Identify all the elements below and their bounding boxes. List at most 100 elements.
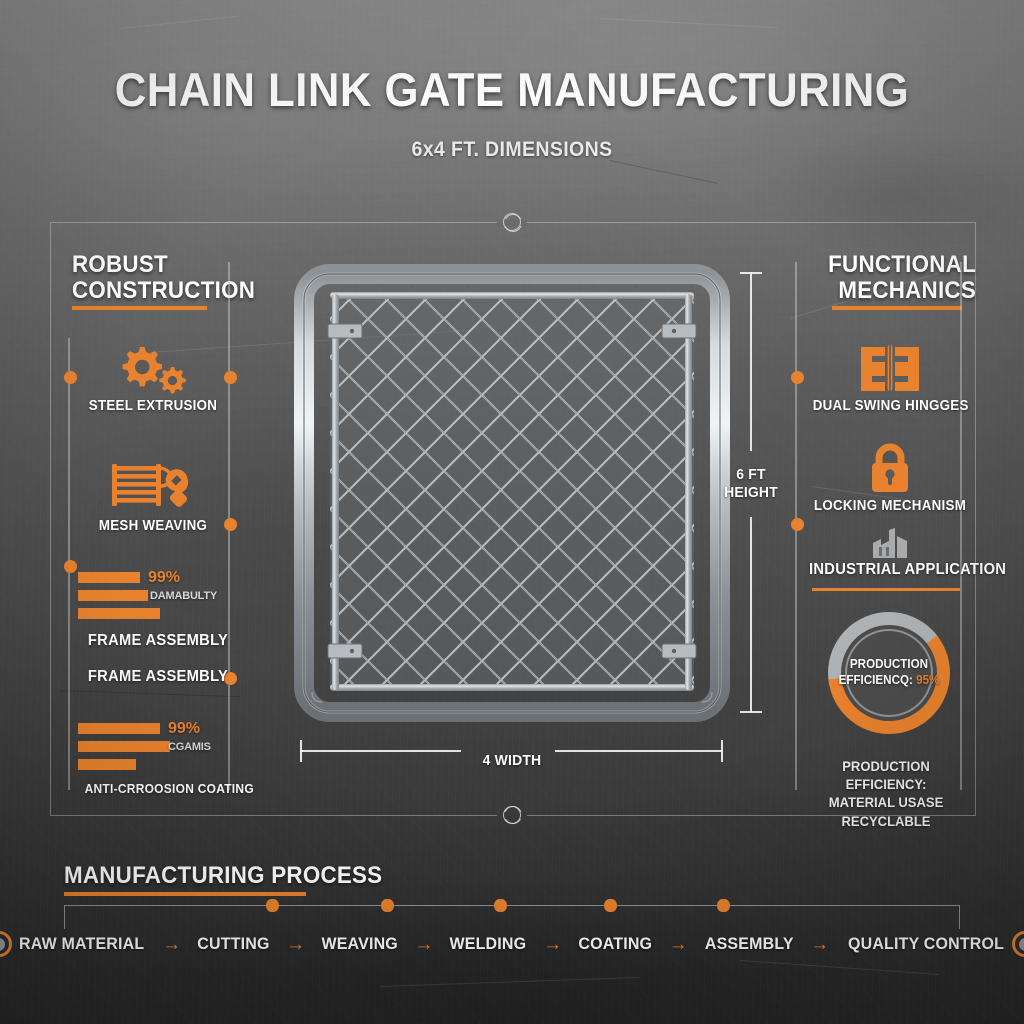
process-end-marker-icon bbox=[1012, 931, 1024, 957]
panel-node-bottom-ring-icon bbox=[503, 806, 521, 824]
process-node bbox=[380, 899, 394, 912]
feature-mesh-weaving[interactable]: MESH WEAVING bbox=[78, 460, 228, 534]
chart-data-label: 99% bbox=[148, 569, 181, 586]
arrow-right-icon: → bbox=[162, 933, 182, 955]
process-step[interactable]: CUTTING bbox=[197, 934, 270, 953]
process-step[interactable]: RAW MATERIAL bbox=[18, 934, 145, 953]
left-heading-line2: CONSTRUCTION bbox=[72, 276, 256, 304]
left-rail-node bbox=[63, 371, 77, 384]
scratch-mark bbox=[379, 976, 640, 987]
bar-chart-icon: 99% DAMABULTY bbox=[78, 569, 217, 628]
feature-label: ANTI-CRROOSION COATING bbox=[84, 781, 254, 796]
donut-caption: PRODUCTION EFFICIENCY: MATERIAL USASE RE… bbox=[804, 757, 968, 830]
arrow-right-icon: → bbox=[810, 933, 830, 955]
donut-caption-line2: MATERIAL USASE RECYCLABLE bbox=[828, 794, 944, 829]
process-node bbox=[716, 899, 730, 912]
width-dim-line-right bbox=[555, 750, 722, 752]
width-dim-cap-right bbox=[721, 740, 723, 762]
chart-sub-label: CGAMIS bbox=[168, 741, 211, 753]
process-node bbox=[265, 899, 279, 912]
feature-dual-swing-hinges[interactable]: DUAL SWING HINGGES bbox=[806, 340, 974, 414]
process-step[interactable]: ASSEMBLY bbox=[704, 934, 794, 953]
production-efficiency-donut-chart: PRODUCTION EFFICIENCQ: 95% bbox=[828, 612, 950, 734]
right-heading-rule bbox=[832, 306, 962, 310]
chart-bar bbox=[78, 723, 160, 734]
hinge-icon bbox=[806, 340, 974, 398]
right-rail-node bbox=[790, 518, 804, 531]
chart-bar bbox=[78, 608, 160, 619]
arrow-right-icon: → bbox=[543, 933, 563, 955]
chart-bar bbox=[78, 741, 170, 752]
process-bracket bbox=[64, 905, 960, 929]
right-heading-line2: MECHANICS bbox=[838, 276, 976, 304]
feature-label: MESH WEAVING bbox=[98, 518, 208, 534]
left-rail-node bbox=[223, 518, 237, 531]
height-dim-line-upper bbox=[750, 272, 752, 451]
left-rail-node bbox=[223, 672, 237, 685]
arrow-right-icon: → bbox=[286, 933, 306, 955]
page-subtitle: 6x4 FT. DIMENSIONS bbox=[411, 138, 613, 161]
height-dim-cap-bottom bbox=[740, 711, 762, 713]
arrow-right-icon: → bbox=[414, 933, 434, 955]
process-steps-row: RAW MATERIAL → CUTTING → WEAVING → WELDI… bbox=[0, 925, 1024, 963]
left-rail-node bbox=[63, 560, 77, 573]
chart-data-label: 99% bbox=[168, 720, 201, 737]
chain-link-gate-illustration bbox=[292, 262, 732, 724]
gears-icon bbox=[78, 340, 228, 398]
process-heading: MANUFACTURING PROCESS bbox=[64, 862, 383, 889]
bar-chart-icon: 99% CGAMIS bbox=[78, 720, 211, 779]
feature-label-duplicate: FRAME ASSEMBLY bbox=[87, 668, 229, 685]
donut-label-prefix: EFFICIENCQ: bbox=[838, 673, 917, 687]
scratch-mark bbox=[119, 15, 240, 29]
page-title: CHAIN LINK GATE MANUFACTURING bbox=[114, 63, 910, 116]
chart-bar bbox=[78, 572, 140, 583]
scratch-mark bbox=[599, 18, 780, 29]
chart-bar bbox=[78, 590, 148, 601]
right-rail-outer bbox=[960, 262, 962, 790]
feature-frame-assembly[interactable]: 99% DAMABULTY FRAME ASSEMBLY FRAME ASSEM… bbox=[78, 569, 238, 686]
feature-label: DUAL SWING HINGGES bbox=[812, 398, 969, 414]
left-heading-line1: ROBUST bbox=[72, 251, 168, 278]
height-dim-label-line2: HEIGHT bbox=[724, 484, 778, 501]
right-section-heading: FUNCTIONAL MECHANICS bbox=[744, 252, 977, 303]
process-start-marker-icon bbox=[0, 931, 12, 957]
feature-industrial-application[interactable]: INDUSTRIAL APPLICATION bbox=[802, 527, 1007, 579]
process-node bbox=[493, 899, 507, 912]
process-step[interactable]: COATING bbox=[578, 934, 653, 953]
feature-label: LOCKING MECHANISM bbox=[813, 498, 967, 514]
width-dim-line-left bbox=[300, 750, 461, 752]
left-rail-node bbox=[223, 371, 237, 384]
process-step[interactable]: WEAVING bbox=[321, 934, 399, 953]
feature-label: STEEL EXTRUSION bbox=[88, 398, 218, 414]
left-heading-rule bbox=[72, 306, 207, 310]
scratch-mark bbox=[609, 160, 718, 184]
height-dim-label: 6 FT HEIGHT bbox=[717, 466, 786, 502]
process-heading-rule bbox=[64, 892, 306, 896]
panel-node-top-ring-icon bbox=[503, 213, 521, 231]
feature-label: FRAME ASSEMBLY bbox=[87, 632, 229, 649]
process-step[interactable]: QUALITY CONTROL bbox=[848, 934, 1005, 953]
feature-steel-extrusion[interactable]: STEEL EXTRUSION bbox=[78, 340, 228, 414]
chart-sub-label: DAMABULTY bbox=[150, 590, 218, 602]
process-node bbox=[603, 899, 617, 912]
process-step[interactable]: WELDING bbox=[449, 934, 527, 953]
right-heading-line1: FUNCTIONAL bbox=[828, 251, 976, 278]
donut-caption-line1: PRODUCTION EFFICIENCY: bbox=[842, 758, 930, 793]
chart-bar bbox=[78, 759, 136, 770]
feature-label: INDUSTRIAL APPLICATION bbox=[809, 561, 1007, 578]
factory-icon bbox=[802, 527, 978, 561]
donut-center-label: PRODUCTION EFFICIENCQ: 95% bbox=[832, 612, 945, 734]
donut-value: 95% bbox=[916, 673, 940, 687]
arrow-right-icon: → bbox=[668, 933, 688, 955]
padlock-icon bbox=[806, 440, 974, 498]
right-rail-node bbox=[790, 371, 804, 384]
left-section-heading: ROBUST CONSTRUCTION bbox=[72, 252, 286, 303]
donut-label-line2: EFFICIENCQ: 95% bbox=[839, 673, 940, 689]
donut-inner-ring bbox=[845, 629, 933, 717]
height-dim-label-line1: 6 FT bbox=[736, 466, 766, 483]
right-divider-rule bbox=[812, 588, 960, 591]
feature-locking-mechanism[interactable]: LOCKING MECHANISM bbox=[806, 440, 974, 514]
width-dim-label: 4 WIDTH bbox=[482, 752, 542, 769]
feature-anti-corrosion-coating[interactable]: 99% CGAMIS ANTI-CRROOSION COATING bbox=[78, 720, 254, 796]
